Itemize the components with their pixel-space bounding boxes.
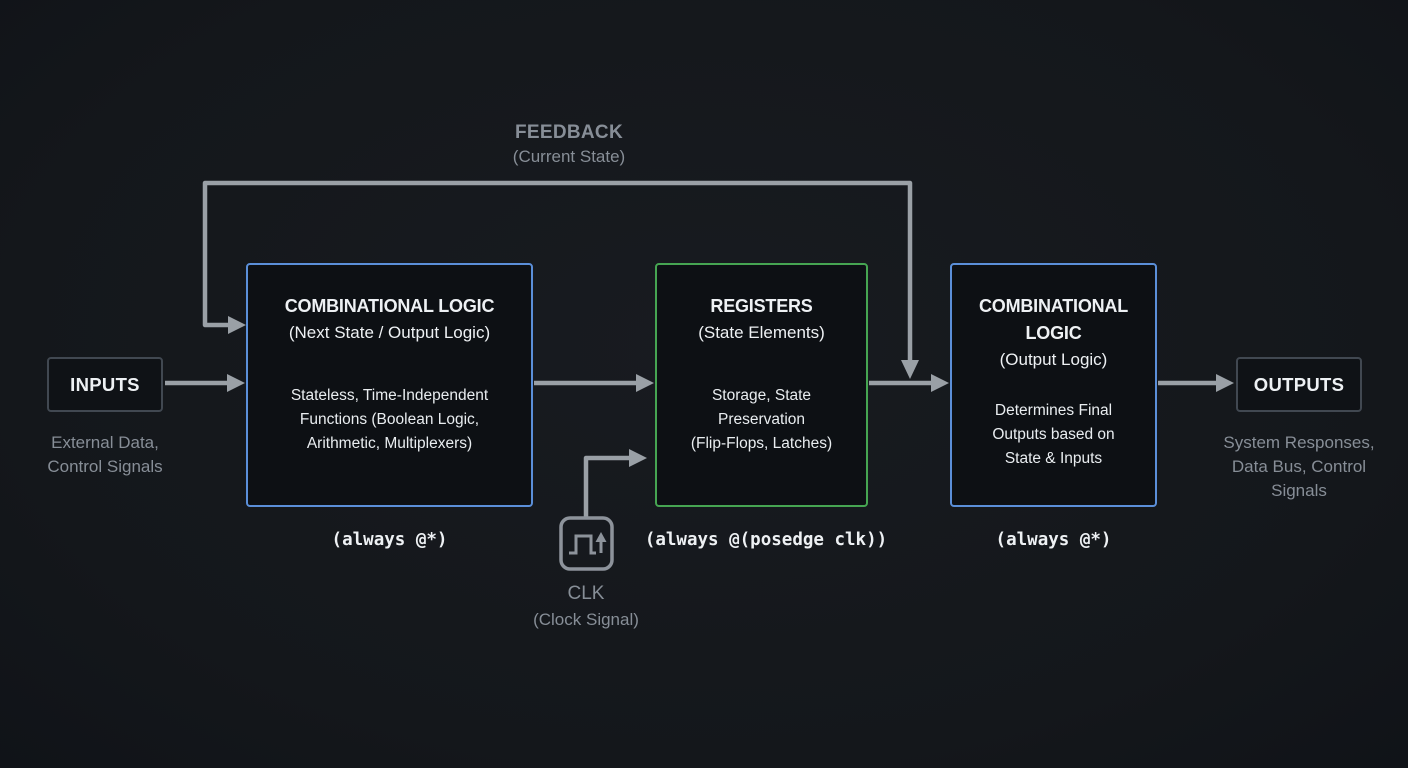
feedback-title: FEEDBACK bbox=[515, 122, 623, 143]
clock-label: CLK bbox=[567, 583, 605, 604]
comb1-to-registers-arrow bbox=[534, 374, 654, 392]
block-title: COMBINATIONAL LOGIC bbox=[284, 296, 495, 316]
block-combinational-logic-1: COMBINATIONAL LOGIC (Next State / Output… bbox=[246, 263, 533, 507]
block-registers: REGISTERS (State Elements) Storage, Stat… bbox=[655, 263, 868, 507]
block-title: REGISTERS bbox=[710, 296, 813, 316]
block-subtitle: (Next State / Output Logic) bbox=[288, 323, 491, 342]
registers-to-comb2-arrow bbox=[869, 374, 949, 392]
block-title: COMBINATIONAL LOGIC bbox=[978, 296, 1129, 343]
feedback-label: FEEDBACK (Current State) bbox=[419, 120, 719, 169]
block-subtitle: (Output Logic) bbox=[999, 350, 1108, 369]
outputs-label: OUTPUTS bbox=[1253, 373, 1345, 395]
clock-icon bbox=[559, 516, 614, 571]
clock-wire bbox=[583, 449, 647, 517]
code-label-registers: (always @(posedge clk)) bbox=[644, 530, 888, 550]
inputs-caption: External Data, Control Signals bbox=[47, 433, 163, 476]
block-body: Determines Final Outputs based on State … bbox=[992, 401, 1115, 467]
block-body: Stateless, Time-Independent Functions (B… bbox=[290, 386, 489, 452]
outputs-caption: System Responses, Data Bus, Control Sign… bbox=[1223, 433, 1375, 500]
block-subtitle: (State Elements) bbox=[698, 323, 825, 342]
inputs-arrow bbox=[165, 374, 245, 392]
code-label-comb1: (always @*) bbox=[331, 530, 448, 550]
block-combinational-logic-2: COMBINATIONAL LOGIC (Output Logic) Deter… bbox=[950, 263, 1157, 507]
clock-sublabel: (Clock Signal) bbox=[533, 610, 639, 629]
outputs-box: OUTPUTS bbox=[1236, 357, 1362, 412]
inputs-label: INPUTS bbox=[70, 373, 140, 395]
code-label-comb2: (always @*) bbox=[995, 530, 1112, 550]
inputs-box: INPUTS bbox=[47, 357, 163, 412]
feedback-subtitle: (Current State) bbox=[512, 146, 626, 166]
block-body: Storage, State Preservation (Flip-Flops,… bbox=[690, 386, 833, 452]
comb2-to-outputs-arrow bbox=[1158, 374, 1234, 392]
